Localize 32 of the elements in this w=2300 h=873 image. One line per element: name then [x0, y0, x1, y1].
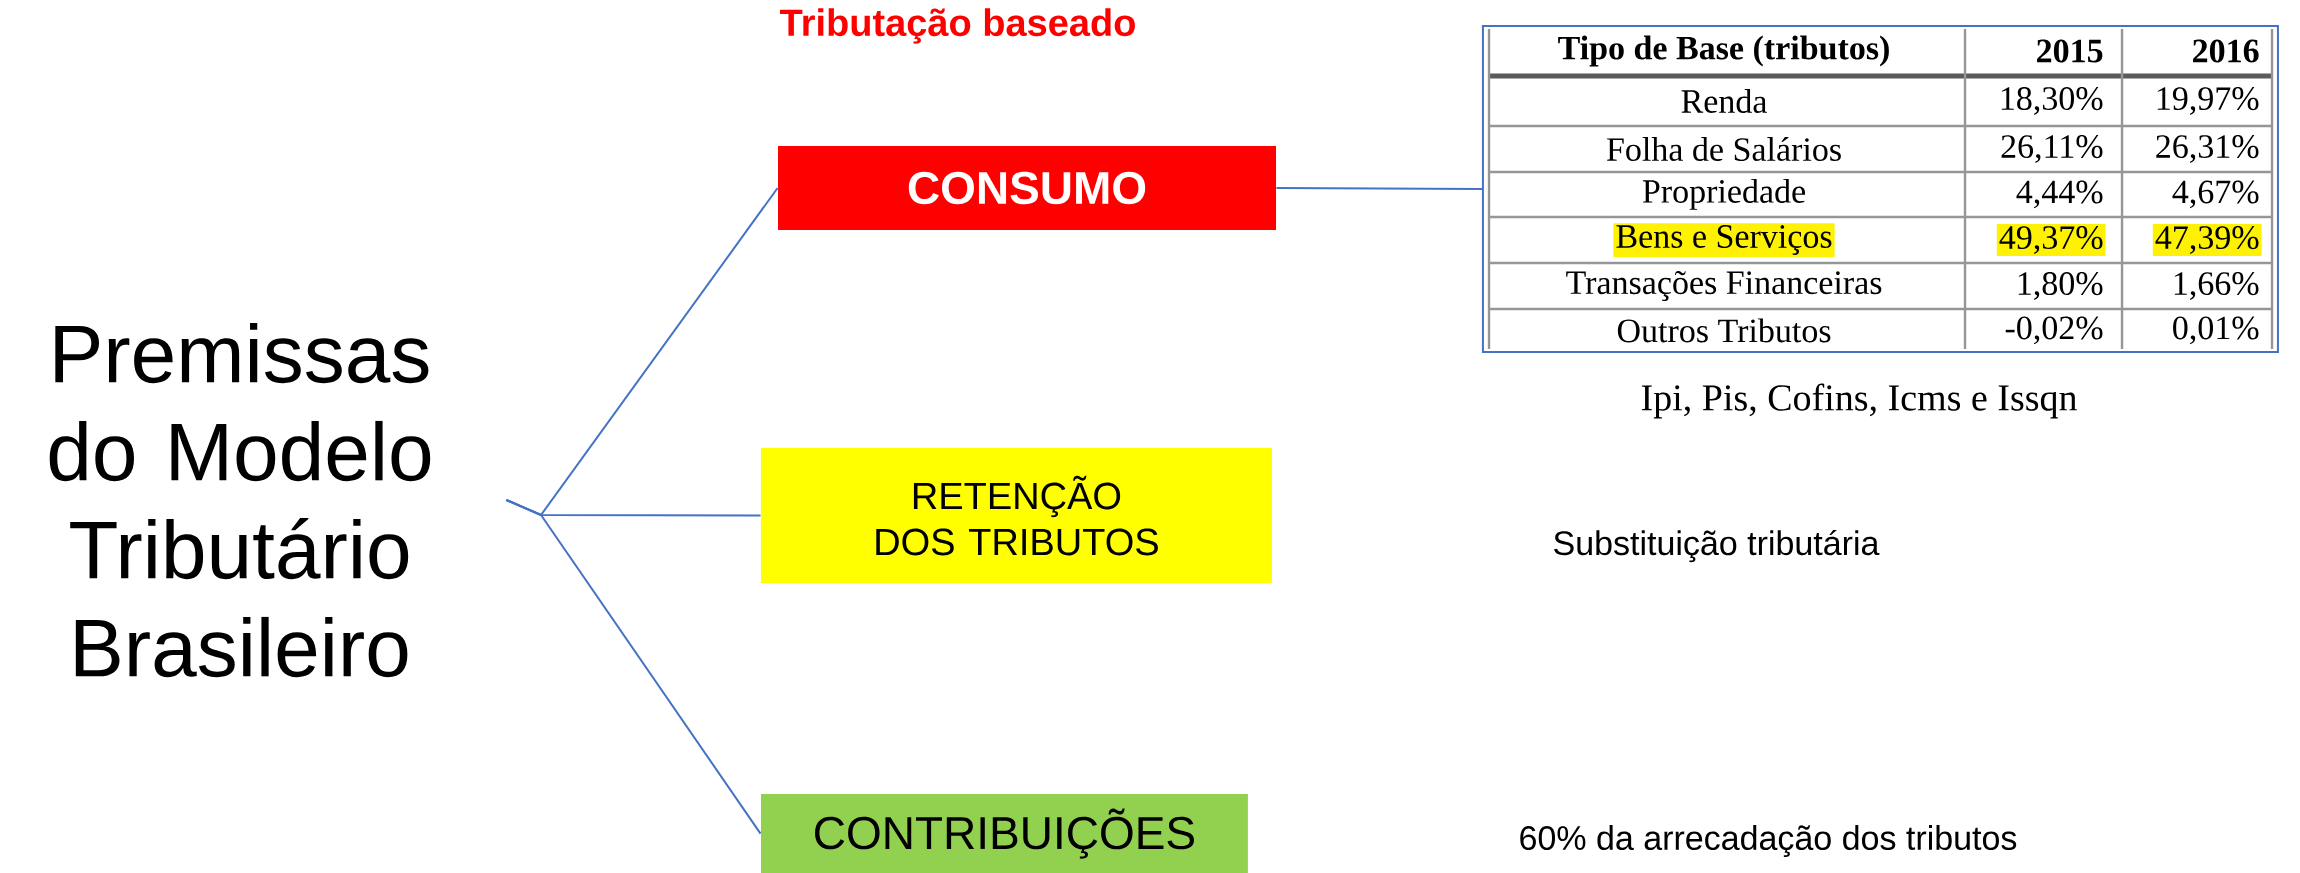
table-frame [1481, 25, 2279, 353]
note-text: Substituição tributária [1554, 529, 1880, 563]
table-cell: Transações Financeiras [1566, 270, 1882, 302]
table-cell: 1,80% [2018, 272, 2103, 300]
title-text: Premissas do Modelo Tributário Brasileiro [49, 322, 431, 678]
category-box: CONTRIBUIÇÕES [760, 794, 1248, 873]
table-cell: 0,01% [2173, 316, 2259, 345]
table-cell: 19,97% [2157, 87, 2259, 115]
table-cell: -0,02% [2005, 316, 2103, 345]
table-cell: 26,31% [2156, 135, 2259, 163]
table-cell: 2015 [2037, 39, 2103, 63]
heading-text: Tributação baseado [780, 8, 1135, 44]
table-cell: Bens e Serviços [1613, 223, 1835, 257]
note-text: 60% da arrecadação dos tributos [1520, 825, 2017, 857]
table-cell: 4,44% [2016, 180, 2103, 209]
table-cell: 1,66% [2174, 272, 2259, 300]
category-box: RETENÇÃO DOS TRIBUTOS [760, 448, 1272, 584]
connector-line [505, 499, 762, 835]
table-cell: Outros Tributos [1617, 318, 1831, 343]
table-cell: Propriedade [1642, 179, 1805, 210]
connector-line [1275, 187, 1483, 190]
table-cell: 47,39% [2152, 224, 2262, 256]
table-cell: 26,11% [2001, 135, 2103, 163]
category-box: CONSUMO [778, 146, 1276, 230]
table-cell: 49,37% [1996, 224, 2106, 256]
table-cell: Renda [1681, 89, 1767, 113]
table-cell: 18,30% [2001, 87, 2103, 115]
table-cell: Tipo de Base (tributos) [1558, 35, 1889, 67]
note-text: Ipi, Pis, Cofins, Icms e Issqn [1641, 383, 2077, 419]
table-cell: 4,67% [2172, 180, 2259, 209]
table-cell: 2016 [2193, 39, 2259, 63]
table-cell: Folha de Salários [1606, 137, 1841, 161]
